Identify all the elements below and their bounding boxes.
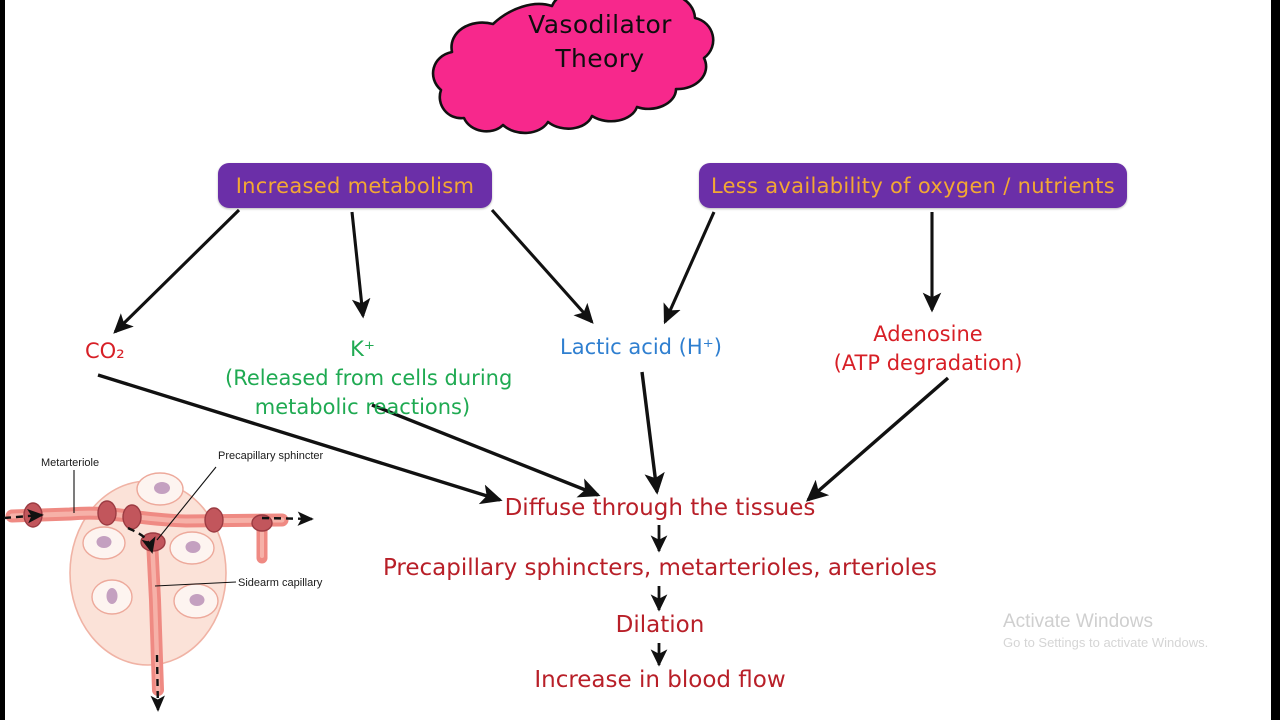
cascade-step-diffuse: Diffuse through the tissues <box>504 495 816 521</box>
box-increased-metabolism[interactable]: Increased metabolism <box>218 163 492 208</box>
anatomy-label-metarteriole: Metarteriole <box>41 457 100 469</box>
anatomy-label-sidearm-capillary: Sidearm capillary <box>238 577 323 589</box>
arrow-metabolism-to-lactic <box>490 208 594 324</box>
flow-arrow-branch <box>127 526 156 554</box>
cloud-title-line-1: Vasodilator <box>528 10 672 39</box>
flow-arrow-sidearm <box>150 654 165 712</box>
page-title: Vasodilator Theory <box>440 8 760 76</box>
leader-precapillary-sphincter <box>156 466 217 541</box>
anatomy-label-precapillary-sphincter: Precapillary sphincter <box>218 450 324 462</box>
label-potassium: K⁺ (Released from cells during metabolic… <box>225 335 513 422</box>
label-adenosine: Adenosine (ATP degradation) <box>828 320 1028 378</box>
flow-arrow-inlet <box>3 508 44 524</box>
label-co2: CO₂ <box>85 339 125 363</box>
arrow-adenosine-to-diffuse <box>805 376 950 502</box>
label-adenosine-line-2: (ATP degradation) <box>833 351 1023 375</box>
flow-arrow-outlet <box>261 511 314 526</box>
box-less-availability[interactable]: Less availability of oxygen / nutrients <box>699 163 1127 208</box>
box-increased-metabolism-label: Increased metabolism <box>235 173 475 198</box>
label-potassium-line-2: (Released from cells during <box>225 366 513 390</box>
metarteriole-lumen <box>9 510 285 524</box>
cloud-title-group: Vasodilator Theory <box>440 0 760 134</box>
label-potassium-line-3: metabolic reactions) <box>254 395 471 419</box>
arrow-lactic-to-diffuse <box>640 371 665 495</box>
leader-sidearm-capillary <box>154 581 237 587</box>
arrow-group-metabolism <box>113 208 594 334</box>
watermark-title: Activate Windows <box>1003 611 1153 632</box>
cascade-step-sphincters: Precapillary sphincters, metarterioles, … <box>382 555 938 581</box>
metarteriole-vessel <box>5 506 289 528</box>
precapillary-sphincters <box>23 500 273 552</box>
label-lactic-acid: Lactic acid (H⁺) <box>560 335 722 359</box>
box-less-availability-label: Less availability of oxygen / nutrients <box>710 173 1116 198</box>
arrow-metabolism-to-potassium <box>350 211 371 319</box>
arrow-oxygen-to-lactic <box>663 211 716 325</box>
cascade-step-dilation: Dilation <box>615 612 705 638</box>
tissue-mass <box>69 480 227 666</box>
sidearm-capillary-vessel <box>146 534 164 696</box>
anatomy-leader-lines <box>73 466 237 587</box>
tissue-cells <box>82 472 219 619</box>
label-potassium-line-1: K⁺ <box>350 337 375 361</box>
watermark-subtitle: Go to Settings to activate Windows. <box>1003 635 1209 650</box>
cascade-step-blood-flow: Increase in blood flow <box>534 667 786 693</box>
cell-nuclei <box>96 482 205 606</box>
blood-flow-arrows <box>3 508 314 712</box>
cloud-title-line-2: Theory <box>555 44 645 73</box>
label-adenosine-line-1: Adenosine <box>873 322 983 346</box>
arrow-metabolism-to-co2 <box>113 208 241 334</box>
letterbox-bar-left <box>0 0 5 720</box>
activate-windows-watermark: Activate Windows Go to Settings to activ… <box>1003 610 1208 652</box>
sidearm-capillary-lumen <box>149 537 161 693</box>
letterbox-bar-right <box>1271 0 1280 720</box>
arrow-group-oxygen <box>663 211 942 325</box>
